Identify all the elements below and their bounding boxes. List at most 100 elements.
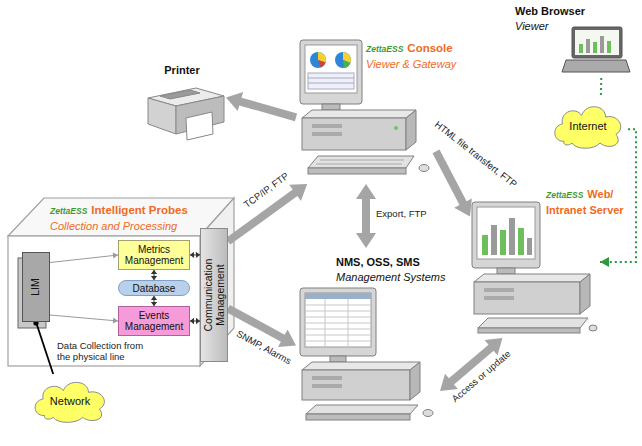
heading-line: ZettaESS Console: [366, 40, 496, 56]
console-computer: [318, 60, 326, 67]
heading-block: ZettaESSWeb/ Intranet Server: [546, 186, 630, 217]
management-computer: [312, 376, 342, 380]
web-server-computer: [497, 268, 515, 274]
heading-line: Viewer & Gateway: [366, 56, 496, 71]
connector-line: [50, 255, 118, 263]
management-computer: [305, 329, 371, 330]
console-computer: [308, 156, 414, 168]
console-computer: [308, 73, 354, 89]
network-cloud: Network: [28, 374, 112, 424]
box-label: Database: [133, 283, 176, 294]
connector: [50, 315, 118, 324]
heading-text: Printer: [164, 64, 199, 76]
internet-cloud: Internet: [548, 98, 628, 150]
laptop-illustration: [562, 27, 630, 72]
connector: [433, 150, 472, 217]
connector: [50, 253, 118, 263]
heading-text: Intelligent Probes: [91, 204, 188, 216]
web-server-node: ZettaESSWeb/ Intranet Server: [470, 186, 600, 338]
web-server-computer: [482, 235, 488, 255]
connector: [36, 322, 53, 374]
console-computer: [312, 124, 342, 128]
management-computer: [305, 305, 371, 306]
heading-line: Collection and Processing: [50, 218, 210, 233]
management-computer: [302, 370, 410, 400]
management-computer: [325, 299, 326, 347]
console-computer: [419, 165, 429, 172]
connector: [151, 296, 157, 306]
management-node: NMS, OSS, SMSManagement Systems: [296, 248, 440, 425]
console-computer: [308, 83, 354, 84]
subheading-text: Management Systems: [336, 271, 445, 283]
connector: [356, 184, 376, 248]
management-computer: [306, 405, 418, 414]
connector-line: [600, 78, 603, 98]
printer-illustration: [148, 98, 176, 134]
web-server-computer: [589, 325, 597, 331]
web-server-computer: [474, 274, 590, 282]
laptop-illustration: [572, 27, 622, 58]
management-computer: [330, 356, 346, 362]
arrow-head: [600, 257, 609, 267]
web-server-computer: [527, 238, 532, 255]
heading-text: NMS, OSS, SMS: [336, 256, 420, 268]
web-server-computer: [500, 230, 506, 255]
logo-text: ZettaESS: [50, 206, 87, 216]
web-server-computer: [491, 225, 497, 255]
connector-line: [50, 315, 118, 321]
logo-text: ZettaESS: [366, 44, 403, 54]
console-computer: [312, 132, 342, 136]
web-browser-node: Web BrowserViewer: [515, 3, 630, 78]
web-server-computer: [478, 318, 588, 328]
management-computer: [305, 293, 371, 347]
management-computer: [305, 311, 371, 312]
subheading-text: Collection and Processing: [50, 220, 177, 232]
laptop-illustration: [579, 44, 583, 53]
process-box: Events Management: [118, 306, 190, 336]
console-computer: [302, 118, 406, 150]
web-server-computer: [518, 228, 524, 255]
heading-text: Console: [407, 42, 452, 54]
console-computer: [322, 104, 340, 110]
heading-text: Web Browser: [515, 5, 585, 17]
web-server-computer: [484, 296, 514, 300]
laptop-illustration: [575, 30, 619, 55]
heading-line: Viewer: [515, 18, 605, 33]
web-server-computer: [474, 282, 580, 314]
connector: [190, 252, 200, 258]
arrow-head: [151, 296, 157, 300]
web-server-computer: [472, 202, 540, 268]
laptop-illustration: [586, 39, 590, 53]
subheading-text: Viewer & Gateway: [366, 58, 456, 70]
management-computer: [300, 288, 376, 356]
heading-line: Management Systems: [336, 269, 446, 284]
heading-line: Printer: [138, 62, 226, 77]
heading-block: NMS, OSS, SMS Management Systems: [336, 254, 446, 284]
web-server-computer: [477, 207, 535, 259]
cloud-label: Network: [50, 395, 90, 408]
database-box: Database: [118, 280, 190, 296]
laptop-illustration: [593, 42, 597, 53]
lim-card: LIM: [22, 252, 50, 322]
logo-text: ZettaESS: [546, 190, 583, 200]
connector-label: Data Collection from the physical line: [57, 340, 153, 362]
heading-block: Printer: [138, 62, 226, 77]
probe-housing-outline: [200, 198, 234, 366]
probe-housing-outline: [8, 236, 200, 366]
connector: [190, 318, 200, 324]
console-computer: [308, 78, 354, 79]
heading-block: Web BrowserViewer: [515, 3, 605, 33]
connector: [600, 78, 602, 98]
heading-line: NMS, OSS, SMS: [336, 254, 446, 269]
console-computer: [343, 60, 350, 68]
printer-illustration: [148, 88, 224, 140]
console-computer: [310, 52, 326, 68]
box-label: Metrics Management: [121, 244, 187, 266]
management-computer: [305, 323, 371, 324]
block-arrow: [226, 92, 297, 121]
laptop-illustration: [562, 60, 630, 72]
console-computer: [320, 160, 404, 161]
cloud-outline: [555, 107, 621, 149]
management-computer: [305, 317, 371, 318]
